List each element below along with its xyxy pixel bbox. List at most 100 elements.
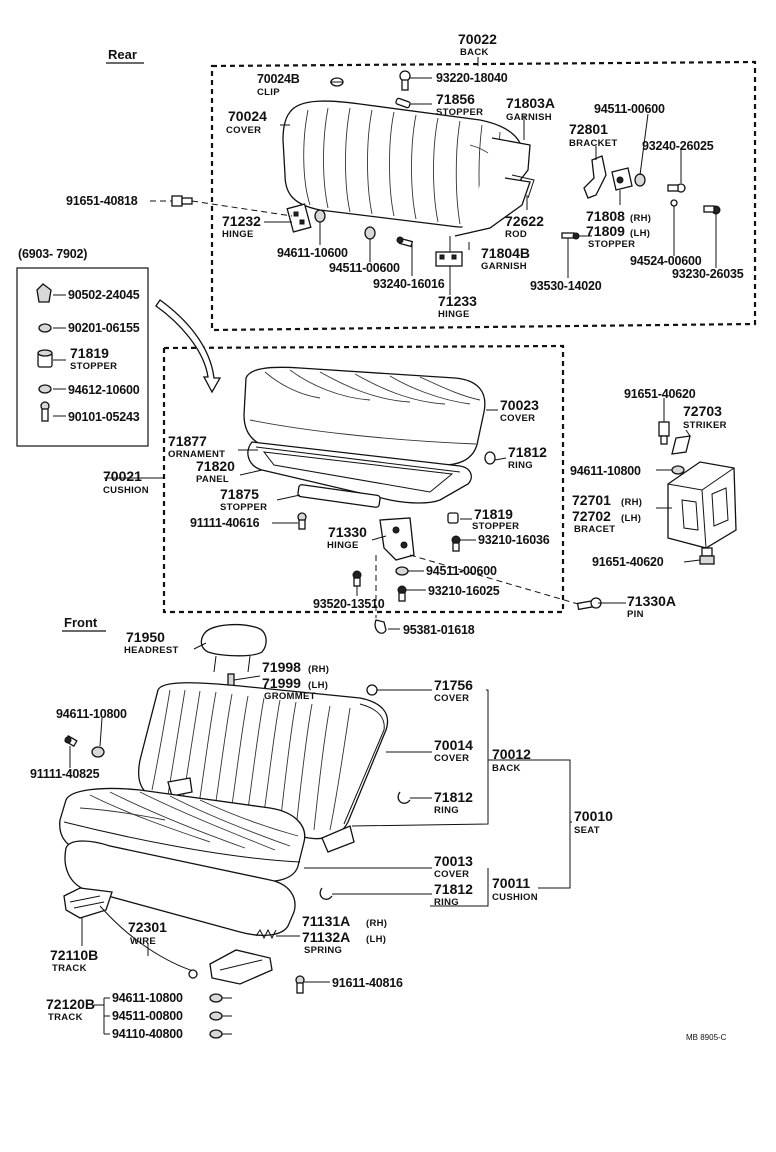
back-group-number: 70022 bbox=[458, 31, 497, 47]
ring-71812-c-icon bbox=[319, 887, 333, 900]
label-garnish-71804b: GARNISH bbox=[481, 261, 527, 272]
label-71330a: 71330A bbox=[627, 593, 676, 609]
label-cover-70013: COVER bbox=[434, 869, 469, 880]
label-70024b: 70024B bbox=[257, 72, 300, 86]
label-94611-10800-a: 94611-10800 bbox=[570, 464, 641, 478]
label-wire-72301: WIRE bbox=[130, 936, 156, 947]
label-ornament-71877: ORNAMENT bbox=[168, 449, 225, 460]
spring-71131a-icon bbox=[255, 928, 277, 940]
label-track-72120b: TRACK bbox=[48, 1012, 83, 1023]
inset-90502-icon bbox=[36, 283, 52, 303]
label-hinge-71330: HINGE bbox=[327, 540, 359, 551]
nut-94511-c-icon bbox=[395, 566, 409, 576]
striker-72703-shape bbox=[671, 435, 691, 455]
label-rod-72622: ROD bbox=[505, 229, 527, 240]
label-70012: 70012 bbox=[492, 746, 531, 762]
label-94511-00600-c: 94511-00600 bbox=[426, 564, 497, 578]
nut-94611-10800-b-icon bbox=[91, 746, 105, 758]
label-70014: 70014 bbox=[434, 737, 473, 753]
screw-93210-16025-icon bbox=[397, 585, 407, 602]
label-cover-70023: COVER bbox=[500, 413, 535, 424]
headrest-71950-shape bbox=[200, 623, 267, 673]
label-cover-71756: COVER bbox=[434, 693, 469, 704]
nut-94611-10800-c-icon bbox=[209, 993, 223, 1003]
label-stopper-71856: STOPPER bbox=[436, 107, 483, 118]
back-group-callout: 70022 BACK bbox=[458, 31, 497, 66]
label-71819: 71819 bbox=[474, 506, 513, 522]
nut-94511-icon-b bbox=[364, 226, 376, 240]
label-71999: 71999 bbox=[262, 675, 301, 691]
label-bracket-72801: BRACKET bbox=[569, 138, 618, 149]
garnish-71804b-shape bbox=[454, 177, 531, 237]
label-91111-40616: 91111-40616 bbox=[190, 516, 260, 530]
label-93240-26025: 93240-26025 bbox=[642, 139, 714, 153]
label-clip: CLIP bbox=[257, 87, 280, 98]
screw-93230-icon bbox=[703, 205, 721, 215]
label-91651-40620-b: 91651-40620 bbox=[592, 555, 664, 569]
rear-back-group-box bbox=[210, 60, 757, 332]
label-90201-06155: 90201-06155 bbox=[68, 321, 140, 335]
stopper-71808-shape bbox=[611, 167, 633, 191]
rear-cushion-panel-shape bbox=[247, 441, 472, 504]
label-71809: 71809 bbox=[586, 223, 625, 239]
label-72702: 72702 bbox=[572, 508, 611, 524]
label-71233: 71233 bbox=[438, 293, 477, 309]
nut-94511-icon-a bbox=[634, 173, 646, 187]
label-93210-16025: 93210-16025 bbox=[428, 584, 500, 598]
screw-93210-16036-icon bbox=[451, 535, 461, 552]
label-pin-71330a: PIN bbox=[627, 609, 644, 620]
nut-94611-10800-a-icon bbox=[671, 465, 685, 475]
label-bracet-72702: BRACET bbox=[574, 524, 615, 535]
label-hinge-71233: HINGE bbox=[438, 309, 470, 320]
label-71812-c: 71812 bbox=[434, 881, 473, 897]
label-71950: 71950 bbox=[126, 629, 165, 645]
label-72702-lh: (LH) bbox=[621, 513, 641, 524]
label-grommet-71999: GROMMET bbox=[264, 691, 316, 702]
label-90502-24045: 90502-24045 bbox=[68, 288, 140, 302]
label-71803a: 71803A bbox=[506, 95, 555, 111]
inset-71819-icon bbox=[37, 349, 53, 368]
label-90101-05243: 90101-05243 bbox=[68, 410, 140, 424]
label-stopper-71809: STOPPER bbox=[588, 239, 635, 250]
hinge-71232-shape bbox=[286, 203, 312, 233]
pin-71330a-icon bbox=[576, 597, 602, 611]
label-70024: 70024 bbox=[228, 108, 267, 124]
bolt-91651-40818-icon bbox=[171, 195, 193, 207]
bolt-91111-40825-icon bbox=[64, 735, 78, 747]
label-ring-71812-c: RING bbox=[434, 897, 459, 908]
label-72801: 72801 bbox=[569, 121, 608, 137]
label-70021: 70021 bbox=[103, 468, 142, 484]
label-panel-71820: PANEL bbox=[196, 474, 229, 485]
front-seat-cushion-shape bbox=[59, 787, 306, 937]
footer-code: MB 8905-C bbox=[686, 1033, 727, 1042]
label-cushion-70011: CUSHION bbox=[492, 892, 538, 903]
screw-93240-16016-icon bbox=[396, 236, 414, 248]
label-72622: 72622 bbox=[505, 213, 544, 229]
label-94611-10800-c: 94611-10800 bbox=[112, 991, 183, 1005]
rod-72622-shape bbox=[511, 174, 535, 199]
label-striker-72703: STRIKER bbox=[683, 420, 727, 431]
label-94611-10600: 94611-10600 bbox=[277, 246, 348, 260]
label-94611-10800-b: 94611-10800 bbox=[56, 707, 127, 721]
label-72110b: 72110B bbox=[50, 947, 98, 963]
inset-90101-icon bbox=[40, 401, 50, 422]
label-71808: 71808 bbox=[586, 208, 625, 224]
label-93530-14020: 93530-14020 bbox=[530, 279, 602, 293]
label-71809-lh: (LH) bbox=[630, 228, 650, 239]
bolt-91111-40616-icon bbox=[297, 512, 307, 530]
label-93520-13510: 93520-13510 bbox=[313, 597, 385, 611]
stopper-71875-shape bbox=[297, 484, 381, 508]
label-93210-18036: 93210-16036 bbox=[478, 533, 550, 547]
rear-cushion-group-box bbox=[162, 344, 565, 614]
label-94511-00800: 94511-00800 bbox=[112, 1009, 183, 1023]
label-71232: 71232 bbox=[222, 213, 261, 229]
label-headrest-71950: HEADREST bbox=[124, 645, 179, 656]
clip-95381-icon bbox=[374, 619, 387, 634]
bolt-91651-40620-b-icon bbox=[699, 547, 715, 565]
bracket-72801-shape bbox=[583, 155, 607, 199]
label-72703: 72703 bbox=[683, 403, 722, 419]
label-71132a: 71132A bbox=[302, 929, 350, 945]
label-ring-71812-a: RING bbox=[508, 460, 533, 471]
stopper-71819-icon bbox=[447, 512, 459, 524]
